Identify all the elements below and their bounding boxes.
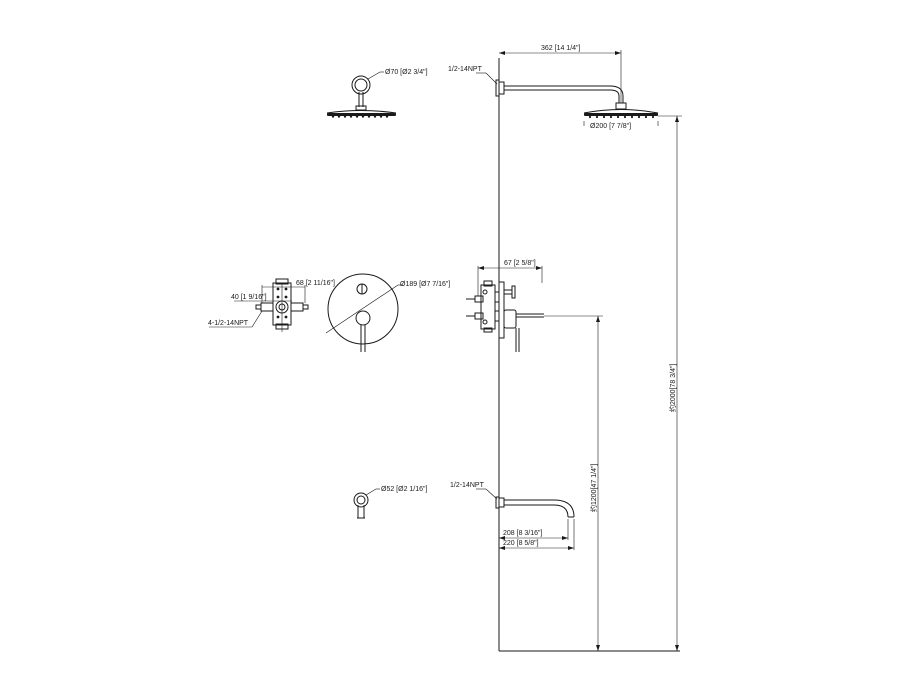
wall-section	[498, 58, 680, 652]
trim-plate-diameter-label: Ø189 [Ø7 7/16"]	[400, 281, 450, 288]
spout-reach-short-label: 208 [8 3/16"]	[503, 530, 543, 537]
valve-depth-label: 67 [2 5/8"]	[504, 260, 536, 267]
valve-offset-label: 40 [1 9/16"]	[231, 294, 267, 301]
shower-arm-length-label: 362 [14 1/4"]	[541, 45, 581, 52]
rough-in-valve-front-view: 68 [2 11/16"] 40 [1 9/16"] 4-1/2-14NPT	[208, 278, 335, 332]
height-shower-label: 约2000[78 3/4"]	[668, 364, 677, 412]
shower-head-front-view: Ø70 [Ø2 3/4"]	[326, 69, 428, 118]
spout-thread-label: 1/2-14NPT	[450, 482, 485, 489]
spout-flange-diameter-label: Ø52 [Ø2 1/16"]	[381, 486, 428, 493]
trim-plate-front-view: Ø189 [Ø7 7/16"]	[325, 273, 450, 352]
shower-arm-side-view: 362 [14 1/4"] 1/2-14NPT Ø200 [7 7/8"]	[448, 45, 659, 130]
spout-reach-long-label: 220 [8 5/8"]	[503, 540, 539, 547]
tub-spout-front-view: Ø52 [Ø2 1/16"]	[353, 486, 428, 519]
shower-head-nozzles	[331, 115, 389, 118]
valve-side-view: 67 [2 5/8"]	[466, 260, 544, 352]
height-dimensions: 约1200[47 1/4"] 约2000[78 3/4"]	[544, 115, 682, 651]
valve-ports-label: 4-1/2-14NPT	[208, 320, 249, 327]
flange-diameter-label: Ø70 [Ø2 3/4"]	[385, 69, 428, 76]
valve-width-label: 68 [2 11/16"]	[296, 280, 335, 287]
tub-spout-side-view: 1/2-14NPT 208 [8 3/16"] 220 [8 5/8"]	[450, 482, 575, 550]
height-spout-label: 约1200[47 1/4"]	[589, 464, 598, 512]
shower-head-diameter-label: Ø200 [7 7/8"]	[590, 123, 631, 130]
shower-arm-thread-label: 1/2-14NPT	[448, 66, 483, 73]
